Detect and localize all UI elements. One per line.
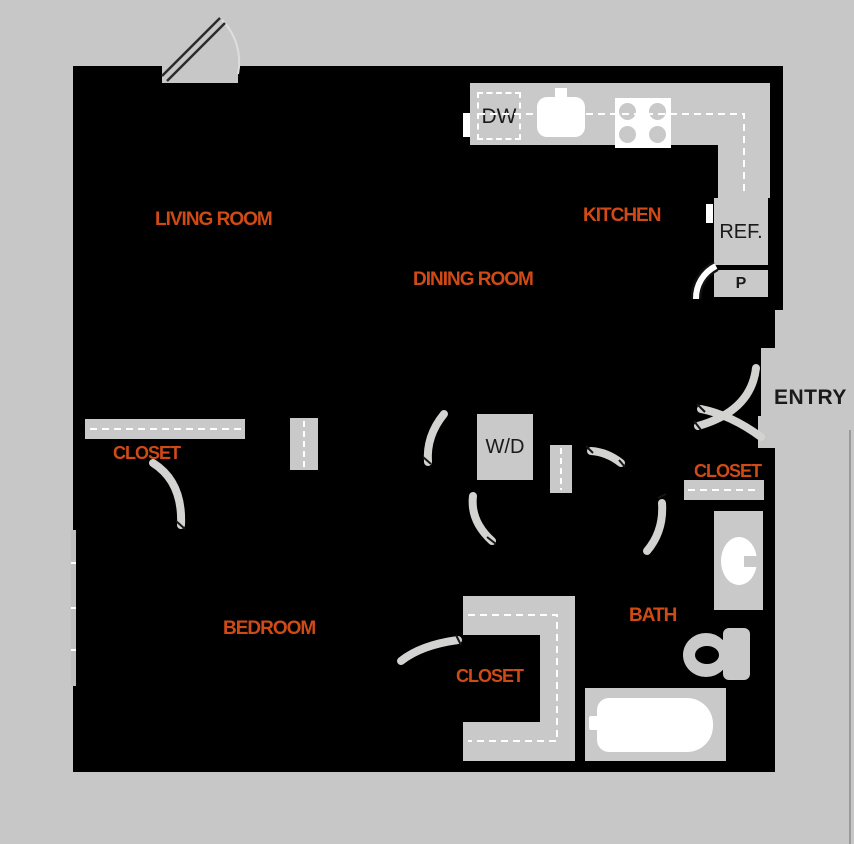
door-tick bbox=[422, 456, 432, 465]
door-tick bbox=[175, 520, 186, 530]
room-label-kitchen: KITCHEN bbox=[583, 205, 661, 226]
entry-door-swing bbox=[694, 364, 760, 430]
entry-recess bbox=[758, 348, 854, 448]
burner-icon bbox=[649, 126, 666, 143]
bath-hall-door-swing bbox=[587, 447, 625, 467]
burner-icon bbox=[619, 126, 636, 143]
hall-door-swing bbox=[468, 492, 496, 545]
tub-faucet bbox=[589, 716, 602, 730]
burner-icon bbox=[649, 103, 666, 120]
front-door-leaf bbox=[166, 22, 226, 82]
washer-dryer: W/D bbox=[477, 414, 533, 480]
entry-label: ENTRY bbox=[774, 386, 847, 409]
kitchen-faucet bbox=[555, 88, 567, 112]
door-tick bbox=[696, 403, 706, 413]
door-tick bbox=[455, 634, 462, 646]
vanity-faucet bbox=[744, 556, 758, 567]
kitchen-outer-wall bbox=[775, 66, 783, 310]
bathtub bbox=[597, 698, 713, 752]
bath-door-swing bbox=[643, 499, 667, 555]
dishwasher-label: DW bbox=[481, 104, 517, 128]
door-tick bbox=[693, 420, 702, 431]
counter-end-notch bbox=[463, 113, 470, 137]
counter-dash-line bbox=[478, 113, 745, 193]
closet-label-bedroom: CLOSET bbox=[456, 666, 524, 686]
room-label-bath: BATH bbox=[629, 605, 677, 626]
burner-icon bbox=[619, 103, 636, 120]
door-tick bbox=[585, 445, 594, 454]
toilet-bowl-center bbox=[695, 646, 719, 664]
front-door-leaf bbox=[161, 17, 221, 77]
pantry-door-swing-inner bbox=[692, 263, 718, 300]
refrigerator: REF. bbox=[714, 198, 768, 265]
door-tick bbox=[486, 536, 497, 545]
refrigerator-handle bbox=[706, 204, 713, 223]
room-label-dining: DINING ROOM bbox=[413, 269, 534, 290]
closet-label-hall: CLOSET bbox=[113, 443, 181, 463]
front-door-swing-arc bbox=[221, 19, 241, 75]
entry-door-swing bbox=[697, 405, 765, 441]
pantry: P bbox=[714, 270, 768, 297]
washer-dryer-label: W/D bbox=[485, 436, 525, 458]
door-tick bbox=[657, 493, 667, 499]
refrigerator-label: REF. bbox=[719, 220, 763, 243]
dishwasher: DW bbox=[477, 92, 521, 140]
room-label-living: LIVING ROOM bbox=[155, 209, 273, 230]
hall-closet-door-swing bbox=[149, 459, 186, 529]
pantry-label: P bbox=[735, 274, 747, 292]
bedroom-closet-door-swing bbox=[397, 636, 462, 665]
entry-wall bbox=[758, 348, 761, 416]
door-tick bbox=[618, 459, 626, 468]
laundry-door-swing bbox=[423, 410, 448, 466]
room-label-bedroom: BEDROOM bbox=[223, 618, 316, 639]
closet-label-entry: CLOSET bbox=[694, 461, 762, 481]
front-door-opening bbox=[162, 66, 238, 83]
